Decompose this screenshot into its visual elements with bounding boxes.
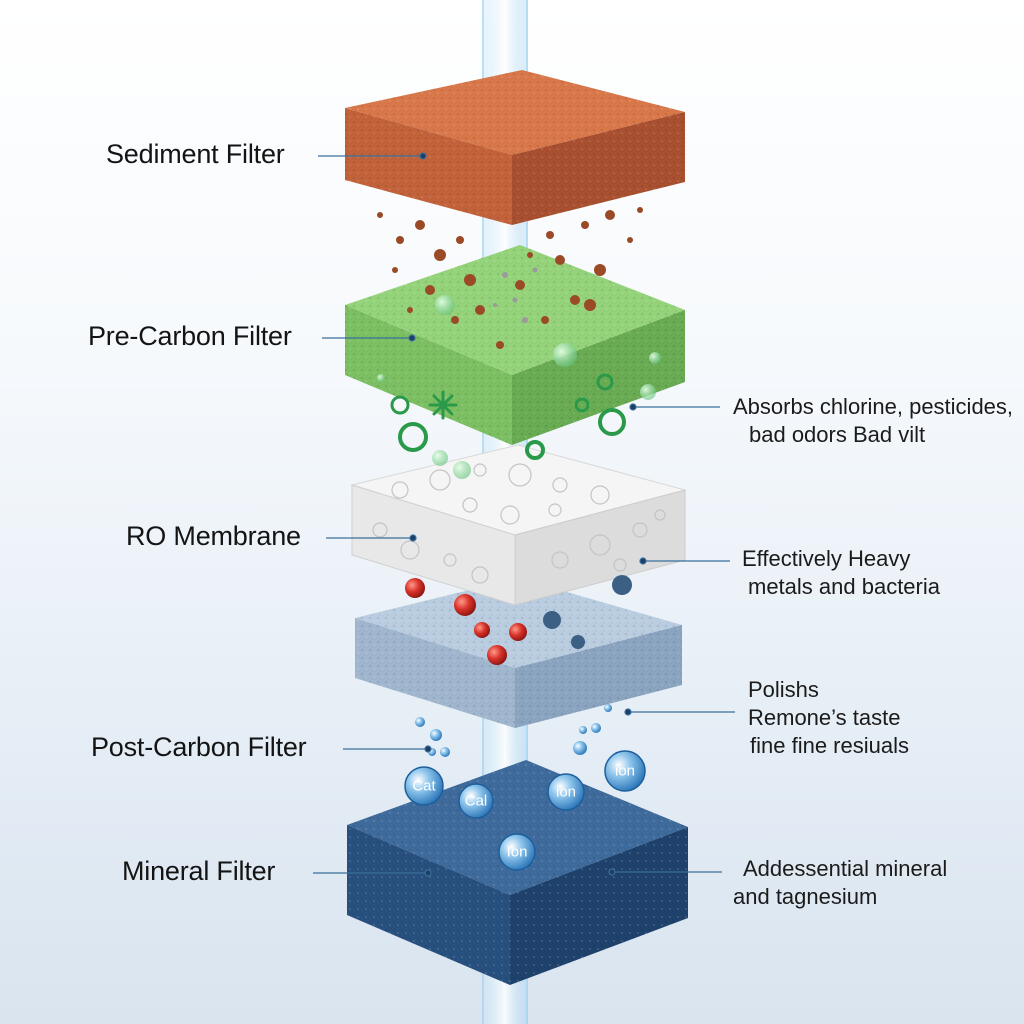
note-line: Polishs bbox=[748, 677, 819, 702]
note-mineral: Addessential mineral and tagnesium bbox=[733, 855, 947, 911]
ion-badge-label: Ion bbox=[507, 844, 528, 861]
note-line: bad odors Bad vilt bbox=[749, 422, 926, 447]
layer-label-ro-membrane: RO Membrane bbox=[126, 521, 301, 551]
sediment-particles bbox=[377, 207, 643, 349]
right-leader-lines bbox=[608, 403, 735, 876]
ion-badge-label: Cal bbox=[465, 793, 488, 810]
layer-label-post-carbon: Post-Carbon Filter bbox=[91, 732, 307, 762]
layer-label-pre-carbon: Pre-Carbon Filter bbox=[88, 321, 292, 351]
heavy-metal-particles bbox=[405, 578, 527, 665]
ion-badge: Cal bbox=[458, 783, 494, 819]
layer-label-sediment: Sediment Filter bbox=[106, 139, 285, 169]
note-line: Absorbs chlorine, pesticides, bbox=[733, 394, 1014, 419]
note-line: and tagnesium bbox=[733, 884, 878, 909]
note-line: fine fine resiuals bbox=[750, 733, 909, 758]
layer-label-mineral: Mineral Filter bbox=[122, 856, 276, 886]
mineral-filter-block bbox=[347, 760, 688, 985]
ion-badge: ion bbox=[604, 750, 646, 792]
ion-badge: Cat bbox=[404, 766, 444, 806]
ro-membrane-block bbox=[350, 444, 687, 606]
gray-particles bbox=[493, 267, 538, 323]
note-ro-membrane: Effectively Heavy metals and bacteria bbox=[742, 545, 940, 601]
note-line: Effectively Heavy bbox=[742, 546, 911, 571]
ion-badge: Ion bbox=[498, 833, 536, 871]
water-bubbles bbox=[415, 704, 612, 757]
pre-carbon-filter-block bbox=[345, 245, 685, 445]
ion-badge: ion bbox=[547, 773, 585, 811]
note-line: Remone’s taste bbox=[748, 705, 901, 730]
ion-badges: Cat Cal ion ion Ion bbox=[404, 750, 646, 871]
organic-contaminants bbox=[377, 295, 661, 479]
note-line: metals and bacteria bbox=[748, 574, 940, 599]
post-carbon-filter-block bbox=[355, 578, 682, 728]
ion-badge-label: ion bbox=[615, 763, 635, 780]
note-line: Addessential mineral bbox=[743, 856, 948, 881]
bacteria bbox=[543, 575, 632, 649]
ion-badge-label: Cat bbox=[412, 778, 436, 795]
left-leader-lines bbox=[313, 152, 432, 877]
note-pre-carbon: Absorbs chlorine, pesticides, bad odors … bbox=[733, 393, 1013, 449]
ion-badge-label: ion bbox=[556, 784, 576, 801]
note-post-carbon: Polishs Remone’s taste fine fine resiual… bbox=[748, 676, 909, 760]
sediment-filter-block bbox=[345, 70, 685, 225]
